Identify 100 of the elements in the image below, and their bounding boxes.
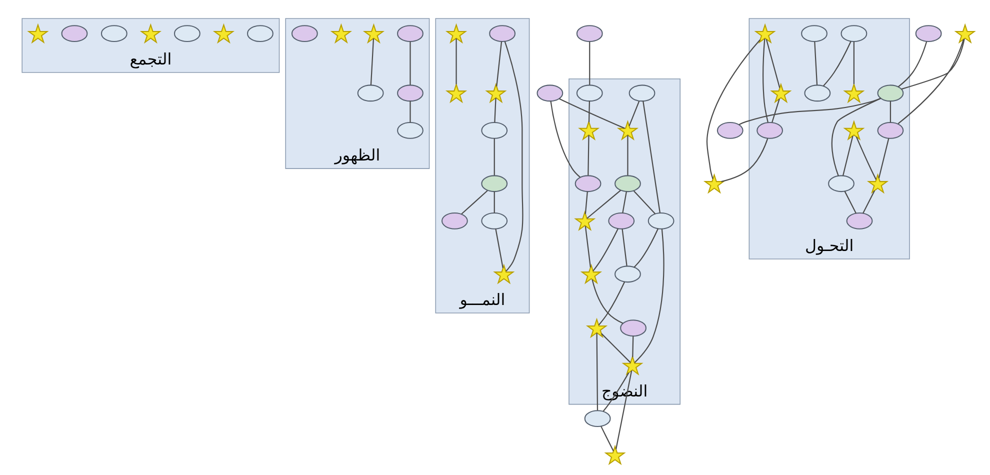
connector <box>831 97 882 176</box>
connector <box>504 40 524 271</box>
node-ellipse <box>576 84 603 102</box>
connector <box>588 134 590 175</box>
node-ellipse <box>620 319 646 336</box>
connector <box>601 332 631 362</box>
node-ellipse <box>648 212 674 229</box>
node-ellipse <box>877 84 904 102</box>
node-ellipse <box>397 24 424 42</box>
connector <box>878 138 890 178</box>
node-ellipse <box>846 212 873 229</box>
node-ellipse <box>584 410 611 427</box>
node-star <box>586 317 608 338</box>
node-ellipse <box>397 84 424 102</box>
node-star <box>27 22 49 44</box>
connector <box>633 190 656 214</box>
node-star <box>770 82 792 103</box>
node-star <box>754 22 776 44</box>
node-star <box>578 120 600 140</box>
connector <box>706 38 761 179</box>
connector <box>842 135 854 176</box>
connector <box>559 98 625 128</box>
connector <box>584 226 592 267</box>
node-ellipse <box>804 84 831 102</box>
node-star <box>445 22 468 44</box>
node-star <box>493 263 515 284</box>
connector <box>494 98 496 122</box>
node-star <box>362 22 385 44</box>
cluster: الظهور <box>285 18 430 168</box>
node-ellipse <box>628 84 656 102</box>
connector <box>762 38 768 122</box>
node-star <box>843 82 865 103</box>
node-ellipse <box>801 24 828 42</box>
connector <box>853 41 854 84</box>
node-ellipse <box>877 122 904 138</box>
node-ellipse <box>828 174 854 192</box>
connector <box>890 100 892 122</box>
node-ellipse <box>614 265 641 282</box>
connector <box>898 40 928 87</box>
connector <box>622 228 628 266</box>
node-ellipse <box>840 24 868 42</box>
connector <box>766 38 780 88</box>
connector <box>495 228 504 268</box>
connector <box>615 370 632 449</box>
connector <box>822 40 852 86</box>
connector <box>814 41 818 84</box>
node-ellipse <box>536 84 564 102</box>
node-star <box>485 82 507 103</box>
node-ellipse <box>61 24 88 42</box>
node-star <box>212 22 235 44</box>
node-ellipse <box>614 174 641 192</box>
cluster: التحـول <box>748 18 910 259</box>
node-star <box>445 82 468 103</box>
connector <box>494 138 495 175</box>
node-star <box>843 120 865 140</box>
node-star <box>604 444 626 465</box>
connector <box>632 336 634 357</box>
connector <box>461 190 488 214</box>
node-ellipse <box>100 24 128 42</box>
connector <box>844 190 856 214</box>
node-ellipse <box>574 174 602 192</box>
connector <box>856 136 877 180</box>
node-ellipse <box>716 122 744 138</box>
node-ellipse <box>291 24 318 42</box>
connector <box>772 98 780 122</box>
connector <box>550 100 580 178</box>
connector <box>410 100 411 122</box>
node-ellipse <box>397 122 424 138</box>
node-ellipse <box>489 24 516 42</box>
connector <box>586 189 621 218</box>
node-ellipse <box>576 24 603 42</box>
connector <box>410 41 411 84</box>
node-star <box>140 22 162 44</box>
connector <box>627 134 628 175</box>
connector <box>592 279 624 324</box>
node-ellipse <box>247 24 274 42</box>
cluster: النمـــو <box>435 18 530 313</box>
node-ellipse <box>357 84 384 102</box>
connector <box>628 100 640 126</box>
connector <box>898 38 964 124</box>
connector <box>862 190 876 214</box>
connector <box>721 138 768 182</box>
connector <box>901 38 965 90</box>
cluster: التجمع <box>22 18 280 72</box>
connector <box>592 228 618 271</box>
node-ellipse <box>481 212 508 229</box>
node-ellipse <box>756 122 784 138</box>
connector <box>600 426 614 451</box>
node-star <box>616 120 639 140</box>
node-star <box>954 22 976 44</box>
connector <box>634 228 664 362</box>
connector <box>634 228 659 268</box>
node-star <box>622 354 644 375</box>
node-ellipse <box>915 24 942 42</box>
connector <box>596 332 598 410</box>
node-ellipse <box>481 122 508 138</box>
node-ellipse <box>174 24 200 42</box>
connector <box>494 191 495 212</box>
connector <box>642 100 660 212</box>
node-star <box>703 172 726 194</box>
